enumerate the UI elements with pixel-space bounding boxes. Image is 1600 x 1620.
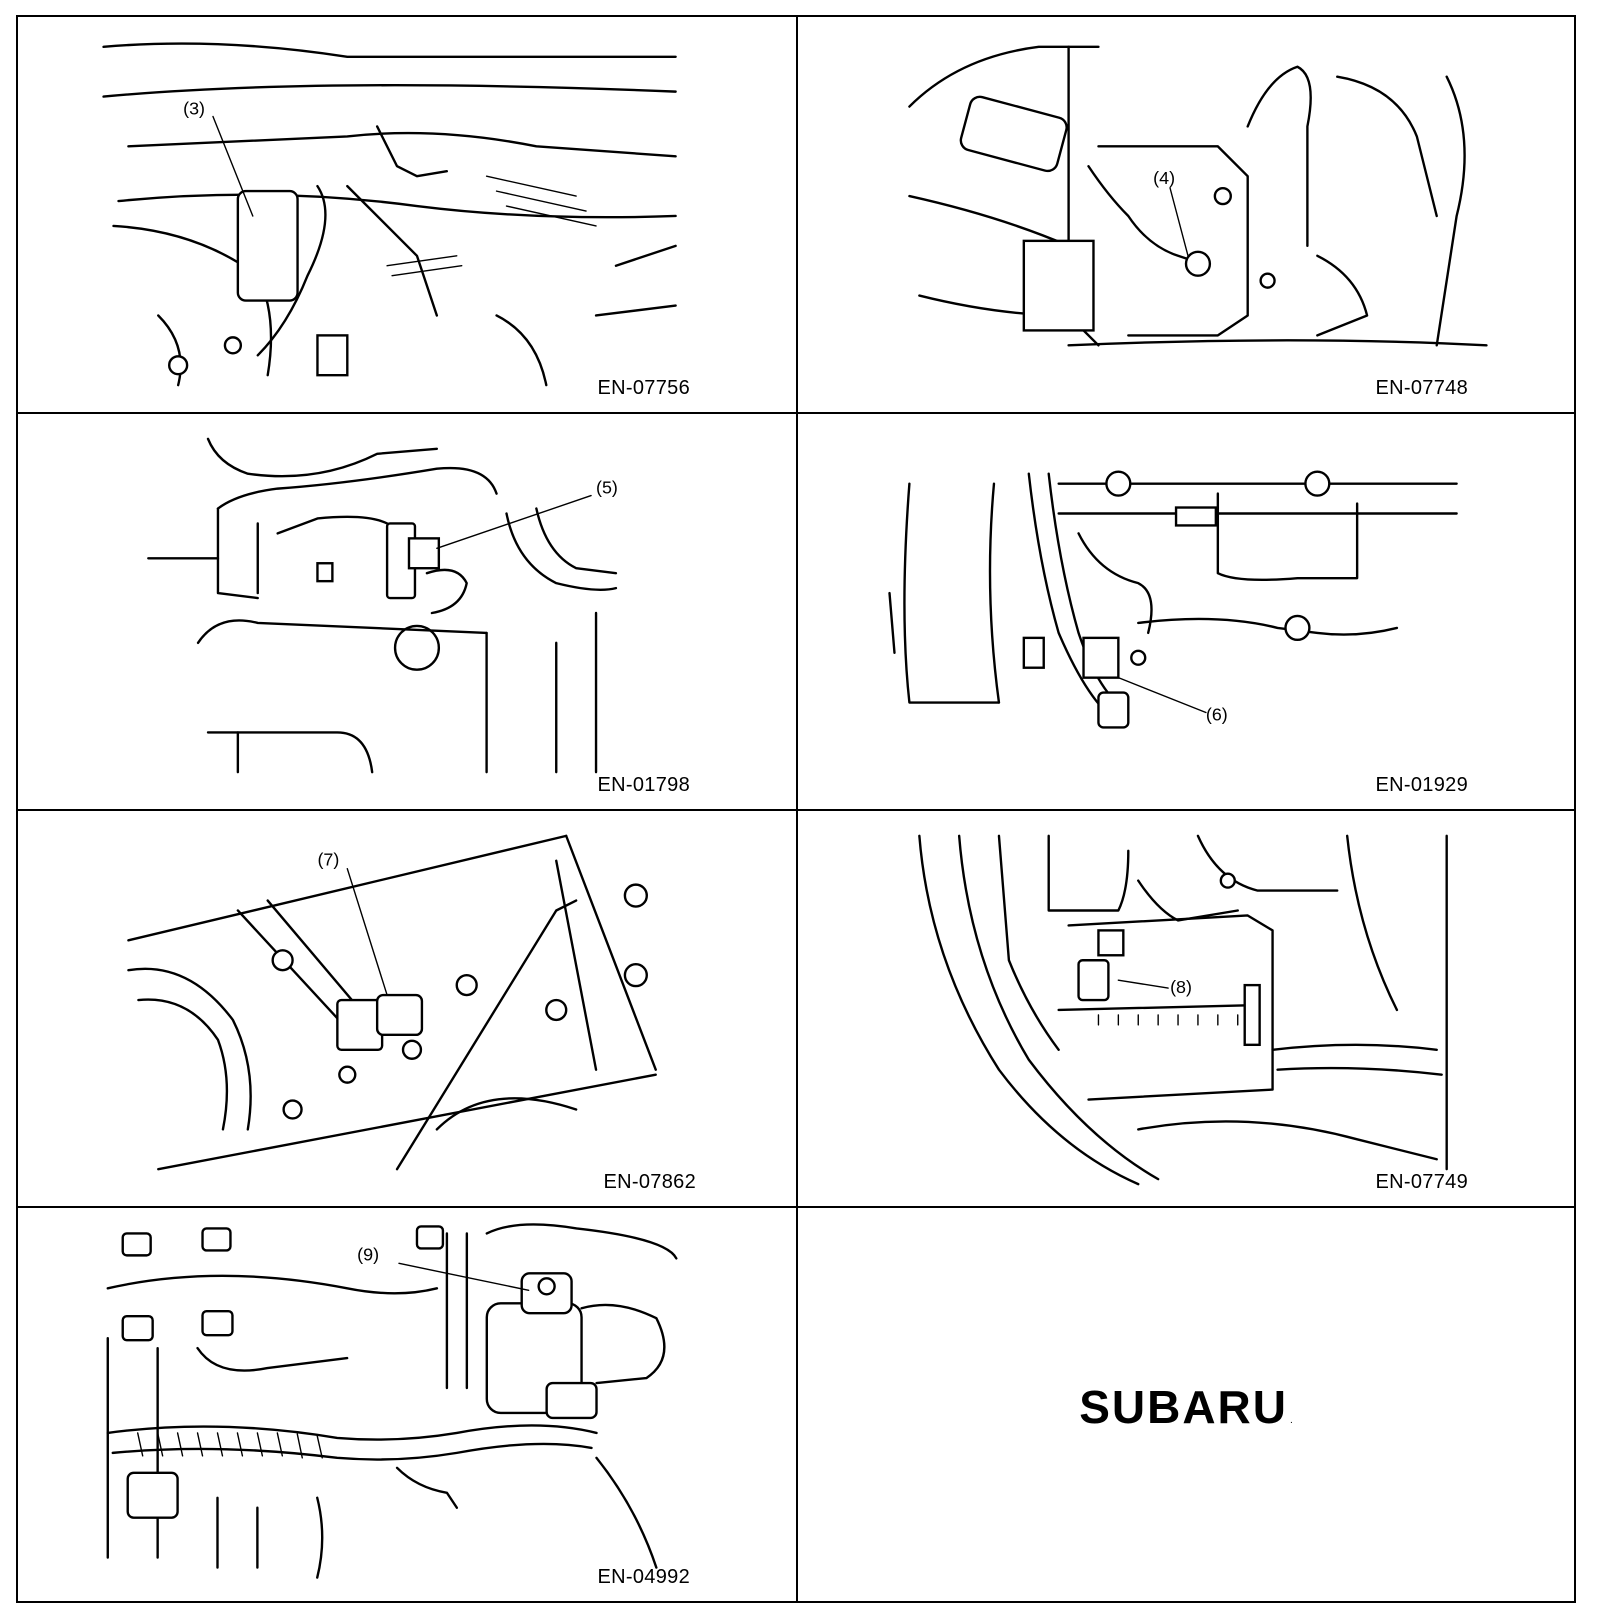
figure-code: EN-07749	[1375, 1171, 1468, 1193]
figure-code: EN-01798	[597, 774, 690, 796]
engine-illustration-5: (5)	[147, 437, 618, 774]
logo-panel: SUBARU.	[798, 1208, 1576, 1601]
engine-illustration-9: (9)	[106, 1223, 678, 1579]
logo-text: SUBARU	[1079, 1381, 1288, 1433]
figure-panel-8: (8) EN-07749	[798, 811, 1576, 1208]
callout-label-6: (6)	[1206, 704, 1228, 724]
figure-panel-9: (9) EN-04992	[18, 1208, 798, 1601]
engine-illustration-7: (7)	[127, 834, 657, 1171]
figure-panel-7: (7) EN-07862	[18, 811, 798, 1208]
figure-panel-5: (5) EN-01798	[18, 414, 798, 811]
figure-code: EN-07862	[603, 1171, 696, 1193]
callout-label-3: (3)	[183, 99, 205, 119]
engine-illustration-6: (6)	[888, 470, 1458, 729]
engine-illustration-3: (3)	[102, 42, 677, 387]
figure-code: EN-07748	[1375, 377, 1468, 399]
logo-mark: .	[1290, 1415, 1295, 1426]
figure-code: EN-07756	[597, 377, 690, 399]
callout-label-4: (4)	[1153, 168, 1175, 188]
figure-code: EN-04992	[597, 1566, 690, 1588]
callout-label-5: (5)	[596, 478, 618, 498]
engine-illustration-8: (8)	[918, 834, 1448, 1186]
callout-label-7: (7)	[317, 850, 339, 870]
figure-grid: (3) EN-07756	[18, 17, 1576, 1601]
figure-panel-3: (3) EN-07756	[18, 17, 798, 414]
figure-panel-4: (4) EN-07748	[798, 17, 1576, 414]
diagram-sheet: (3) EN-07756	[16, 15, 1576, 1603]
subaru-logo: SUBARU.	[798, 1380, 1576, 1434]
engine-illustration-4: (4)	[908, 45, 1488, 347]
callout-label-8: (8)	[1170, 977, 1192, 997]
callout-label-9: (9)	[357, 1244, 379, 1264]
figure-code: EN-01929	[1375, 774, 1468, 796]
figure-panel-6: (6) EN-01929	[798, 414, 1576, 811]
